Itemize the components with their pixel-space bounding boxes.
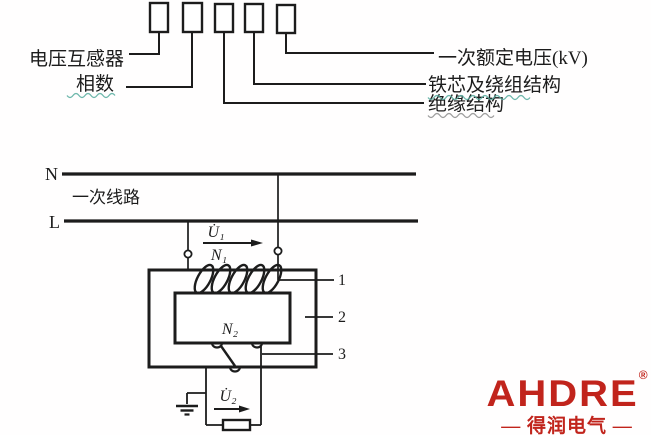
primary-coil-icon	[193, 263, 283, 295]
designation-box	[148, 1, 170, 34]
ground-icon	[176, 392, 206, 416]
leader-phase	[126, 33, 193, 88]
squiggle	[66, 92, 116, 99]
terminal-bump-icon	[228, 366, 242, 373]
designation-box	[243, 2, 265, 34]
designation-box	[181, 1, 204, 34]
label-n2: N₂	[221, 321, 239, 338]
terminal-bump-icon	[210, 342, 224, 349]
label-n1: N₁	[210, 247, 227, 264]
label-insulation-structure: 绝缘结构	[428, 93, 504, 115]
designation-boxes	[148, 1, 297, 35]
u1-arrow-icon	[203, 239, 263, 247]
terminal-icon	[273, 246, 283, 256]
transformer-core-outline	[147, 268, 318, 369]
squiggle-underlines	[66, 92, 531, 119]
leader-rated-voltage	[285, 34, 434, 54]
squiggle	[427, 112, 495, 119]
terminal-icon	[183, 249, 193, 259]
brand-logo: AHDRE® — 得润电气 —	[481, 369, 651, 435]
primary-feeds	[183, 175, 283, 280]
tap-diagonal	[220, 345, 236, 367]
terminal-bump-icon	[250, 342, 264, 349]
label-part3: 3	[338, 346, 346, 363]
u2-arrow-icon	[214, 405, 250, 413]
designation-leaders	[126, 33, 434, 104]
label-u1: U̇₁	[207, 224, 224, 241]
label-primary-line: 一次线路	[72, 188, 140, 207]
brand-name: AHDRE	[486, 373, 639, 415]
label-n: N	[45, 164, 58, 184]
secondary-terminals	[210, 342, 264, 373]
brand-logo-wordmark: AHDRE®	[481, 369, 651, 414]
designation-box	[275, 3, 297, 35]
label-core-winding-structure: 铁芯及绕组结构	[428, 74, 561, 96]
registered-mark-icon: ®	[638, 368, 648, 382]
label-u2: U̇₂	[219, 388, 237, 405]
secondary-circuit	[205, 345, 262, 432]
label-voltage-transformer: 电压互感器	[29, 48, 124, 70]
squiggle	[427, 94, 531, 101]
label-phase-number: 相数	[76, 73, 114, 95]
primary-lines	[62, 172, 418, 223]
label-part1: 1	[338, 272, 346, 289]
leader-core-winding	[253, 33, 426, 85]
label-primary-rated-voltage: 一次额定电压(kV)	[438, 47, 588, 69]
label-l: L	[49, 212, 60, 232]
part-leaders	[262, 279, 334, 355]
leader-type	[129, 33, 160, 55]
label-part2: 2	[338, 309, 346, 326]
brand-chinese-name: — 得润电气 —	[501, 416, 633, 435]
designation-box	[213, 2, 235, 34]
leader-insulation	[223, 33, 424, 104]
burden-resistor-icon	[221, 418, 252, 432]
